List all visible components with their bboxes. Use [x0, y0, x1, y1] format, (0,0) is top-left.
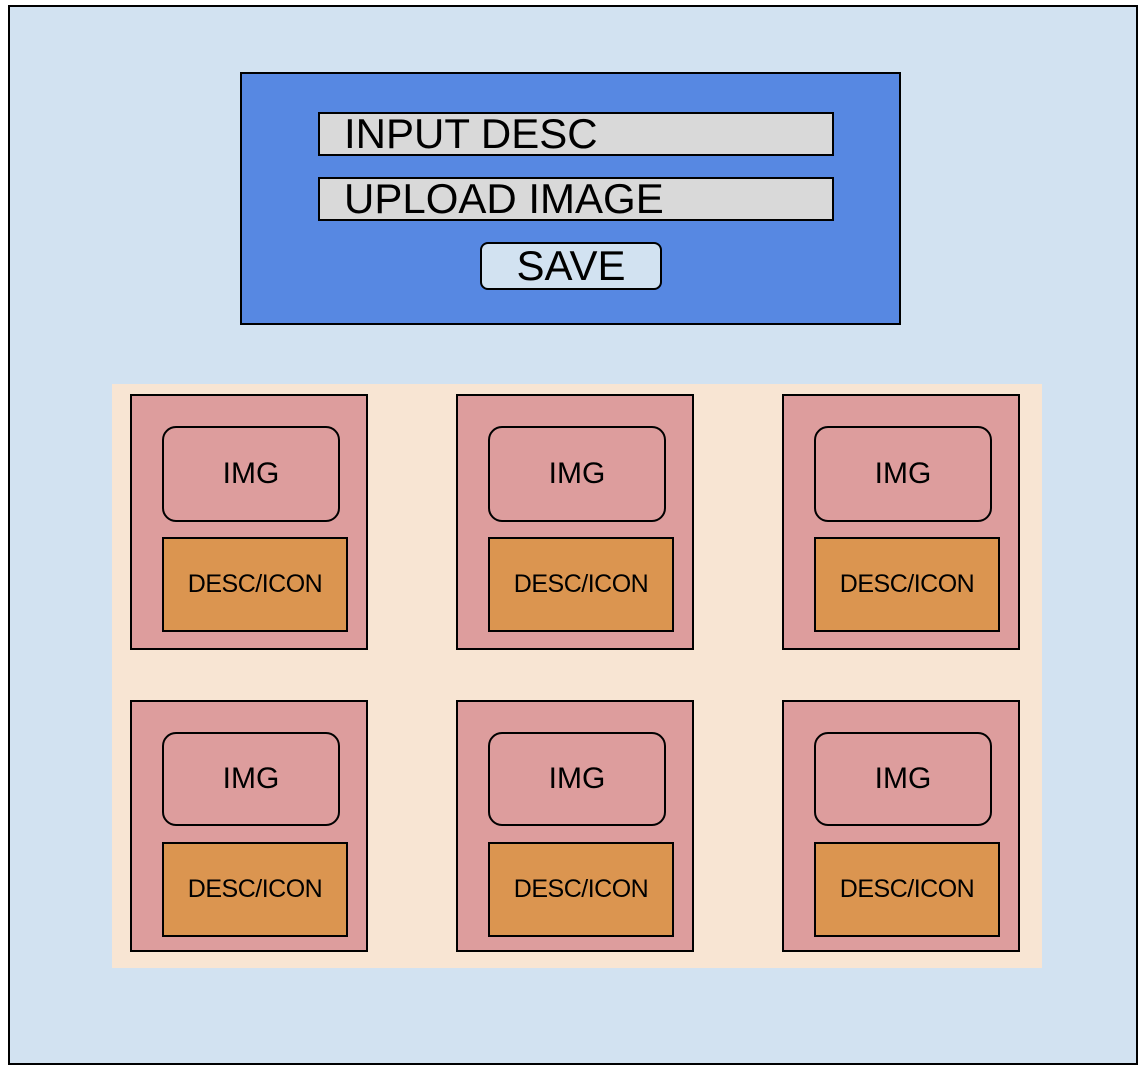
- card[interactable]: IMG DESC/ICON: [130, 394, 368, 650]
- card[interactable]: IMG DESC/ICON: [456, 394, 694, 650]
- card[interactable]: IMG DESC/ICON: [782, 394, 1020, 650]
- card-image-placeholder: IMG: [488, 426, 666, 522]
- card-desc-icon: DESC/ICON: [488, 537, 674, 632]
- card[interactable]: IMG DESC/ICON: [456, 700, 694, 952]
- card-image-placeholder: IMG: [814, 732, 992, 826]
- input-desc-field[interactable]: INPUT DESC: [318, 112, 834, 156]
- save-button[interactable]: SAVE: [480, 242, 662, 290]
- card-image-placeholder: IMG: [488, 732, 666, 826]
- card-desc-icon: DESC/ICON: [814, 842, 1000, 937]
- card-desc-icon: DESC/ICON: [162, 842, 348, 937]
- card-image-placeholder: IMG: [162, 426, 340, 522]
- card-grid: IMG DESC/ICON IMG DESC/ICON IMG DESC/ICO…: [112, 384, 1042, 968]
- card-desc-icon: DESC/ICON: [488, 842, 674, 937]
- card[interactable]: IMG DESC/ICON: [782, 700, 1020, 952]
- card-image-placeholder: IMG: [814, 426, 992, 522]
- card-desc-icon: DESC/ICON: [814, 537, 1000, 632]
- card-desc-icon: DESC/ICON: [162, 537, 348, 632]
- upload-image-field[interactable]: UPLOAD IMAGE: [318, 177, 834, 221]
- card-image-placeholder: IMG: [162, 732, 340, 826]
- card[interactable]: IMG DESC/ICON: [130, 700, 368, 952]
